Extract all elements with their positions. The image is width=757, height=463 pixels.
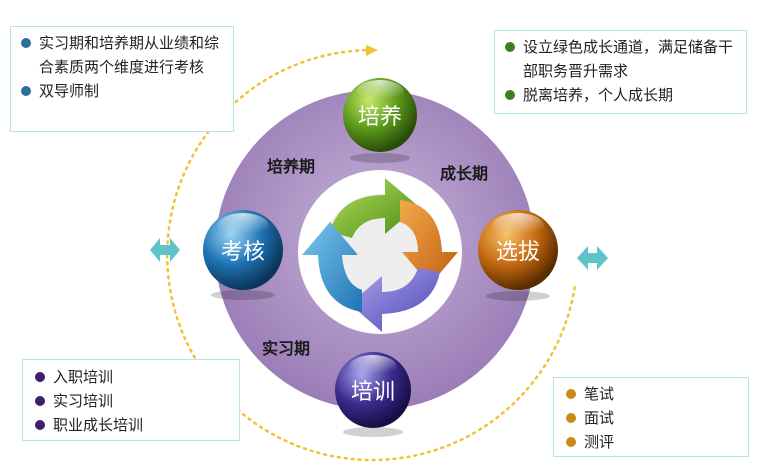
dotted-cycle-arc [165, 48, 577, 462]
list-item: 面试 [562, 406, 740, 430]
top-right-textbox: 设立绿色成长通道，满足储备干部职务晋升需求 脱离培养，个人成长期 [494, 30, 747, 114]
bullet-icon [566, 413, 576, 423]
bottom-left-textbox: 入职培训 实习培训 职业成长培训 [22, 359, 240, 441]
sphere-top-label: 培养 [358, 105, 402, 130]
bullet-icon [35, 372, 45, 382]
list-item: 实习期和培养期从业绩和综合素质两个维度进行考核 [17, 31, 227, 79]
list-item-text: 双导师制 [39, 82, 100, 100]
sphere-right-label: 选拔 [496, 240, 540, 265]
right-double-arrow [577, 246, 608, 270]
list-item: 笔试 [562, 382, 740, 406]
list-item-text: 入职培训 [53, 368, 114, 386]
list-item: 双导师制 [17, 79, 227, 103]
bottom-right-textbox: 笔试 面试 测评 [553, 377, 749, 457]
sphere-bottom [335, 352, 411, 437]
list-item: 入职培训 [31, 365, 231, 389]
bullet-icon [35, 396, 45, 406]
dotted-arc-arrowhead [366, 45, 378, 56]
sphere-top [343, 78, 417, 163]
list-item-text: 脱离培养，个人成长期 [523, 86, 674, 104]
phase-label-growth: 成长期 [440, 164, 489, 183]
left-double-arrow [150, 238, 180, 262]
sphere-left-label: 考核 [221, 240, 265, 265]
list-item: 脱离培养，个人成长期 [501, 83, 740, 107]
blue-cycle-arrow [302, 222, 362, 312]
bullet-icon [21, 86, 31, 96]
bullet-icon [566, 437, 576, 447]
bullet-icon [21, 38, 31, 48]
sphere-left [203, 210, 283, 300]
list-item: 测评 [562, 430, 740, 454]
list-item: 设立绿色成长通道，满足储备干部职务晋升需求 [501, 35, 740, 83]
sphere-right [478, 210, 558, 301]
list-item-text: 职业成长培训 [53, 416, 144, 434]
list-item-text: 实习期和培养期从业绩和综合素质两个维度进行考核 [39, 34, 220, 76]
list-item-text: 笔试 [584, 385, 615, 403]
list-item-text: 设立绿色成长通道，满足储备干部职务晋升需求 [523, 38, 734, 80]
phase-label-training: 培养期 [267, 157, 316, 176]
list-item: 实习培训 [31, 389, 231, 413]
bullet-icon [505, 90, 515, 100]
green-cycle-arrow [330, 178, 418, 238]
bullet-icon [35, 420, 45, 430]
list-item: 职业成长培训 [31, 413, 231, 437]
bullet-icon [505, 42, 515, 52]
list-item-text: 面试 [584, 409, 615, 427]
list-item-text: 实习培训 [53, 392, 114, 410]
bullet-icon [566, 389, 576, 399]
sphere-bottom-label: 培训 [351, 380, 395, 405]
purple-cycle-arrow [350, 268, 440, 332]
phase-label-internship: 实习期 [262, 339, 311, 358]
list-item-text: 测评 [584, 433, 615, 451]
orange-cycle-arrow [400, 200, 458, 285]
top-left-textbox: 实习期和培养期从业绩和综合素质两个维度进行考核 双导师制 [10, 26, 234, 132]
